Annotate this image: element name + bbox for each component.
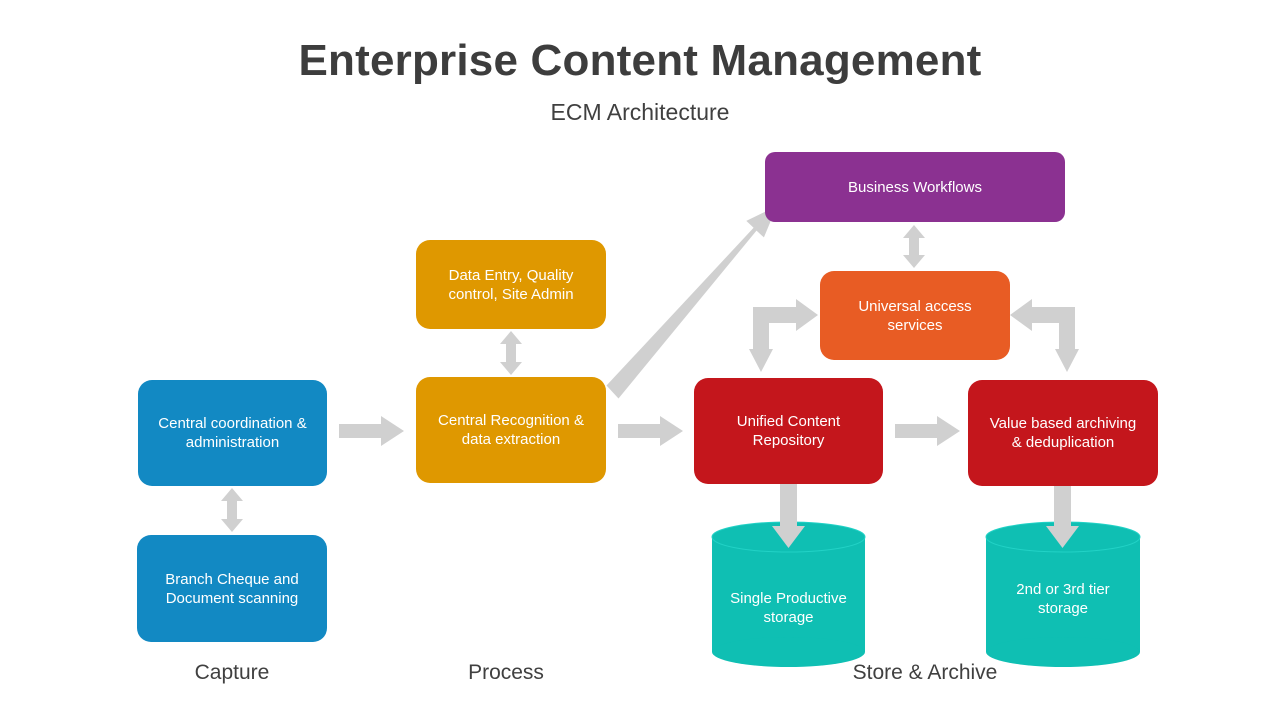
arrow-repository-to-single-storage (772, 484, 805, 548)
node-label: Universal access services (858, 297, 972, 334)
double-arrow-dataentry-recognition (500, 331, 522, 375)
stage-label-store-archive: Store & Archive (852, 661, 998, 684)
tier-storage-label: 2nd or 3rd tier storage (1016, 580, 1110, 617)
arrow-process-to-repository (618, 416, 683, 446)
arrow-recognition-to-workflows (606, 206, 777, 399)
node-data-entry: Data Entry, Quality control, Site Admin (416, 240, 606, 329)
double-arrow-workflows-access (903, 225, 925, 268)
elbow-arrow-archiving-access (1010, 299, 1079, 372)
stage-label-capture: Capture (194, 661, 270, 684)
node-label: Branch Cheque and Document scanning (165, 570, 299, 607)
node-unified-repository: Unified Content Repository (694, 378, 883, 484)
page-title: Enterprise Content Management (298, 36, 982, 85)
node-business-workflows: Business Workflows (765, 152, 1065, 222)
node-label: Business Workflows (848, 178, 982, 196)
cylinder-tier-storage (985, 521, 1141, 667)
stage-label-process: Process (468, 661, 544, 684)
double-arrow-coordination-branch (221, 488, 243, 532)
arrow-repository-to-archiving (895, 416, 960, 446)
node-label: Data Entry, Quality control, Site Admin (448, 266, 574, 303)
page-subtitle: ECM Architecture (550, 99, 730, 125)
cylinder-bottom (986, 637, 1140, 667)
cylinder-single-storage (711, 521, 866, 667)
arrow-capture-to-process (339, 416, 404, 446)
arrow-archiving-to-tier-storage (1046, 484, 1079, 548)
node-branch-scanning: Branch Cheque and Document scanning (137, 535, 327, 642)
node-label: Value based archiving & deduplication (989, 415, 1137, 451)
node-label: Central coordination & administration (158, 415, 307, 451)
elbow-arrow-repository-access (749, 299, 818, 372)
node-label: Central Recognition & data extraction (438, 412, 584, 448)
cylinder-body (712, 537, 865, 652)
single-storage-label: Single Productive storage (730, 590, 847, 626)
node-value-archiving: Value based archiving & deduplication (968, 380, 1158, 486)
node-universal-access: Universal access services (820, 271, 1010, 360)
node-label: Unified Content Repository (736, 413, 841, 449)
cylinder-body (986, 537, 1140, 652)
node-central-coordination: Central coordination & administration (138, 380, 327, 486)
node-central-recognition: Central Recognition & data extraction (416, 377, 606, 483)
cylinder-bottom (712, 637, 865, 667)
